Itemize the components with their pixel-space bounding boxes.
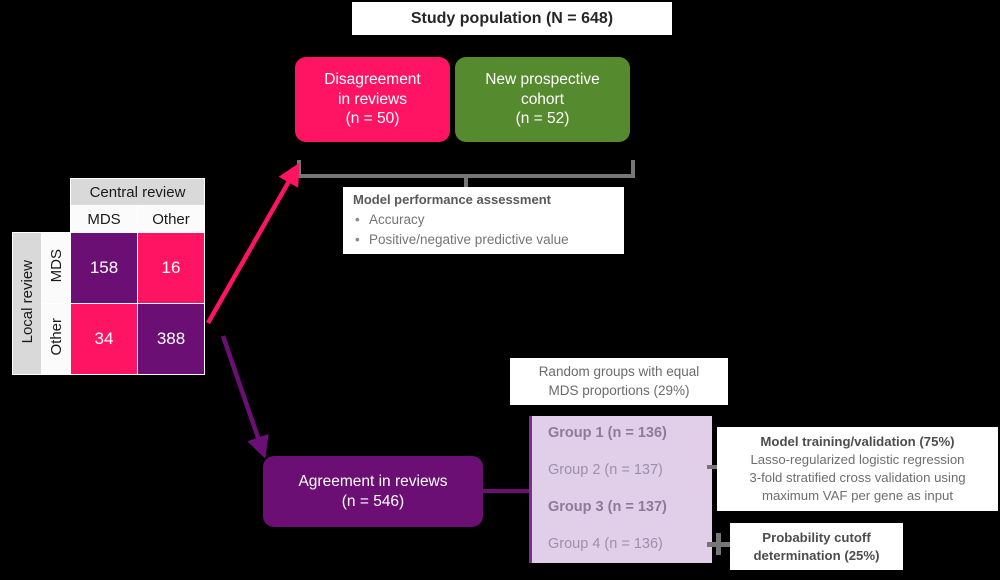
bracket-down-stub xyxy=(464,174,468,188)
groups-to-training-connector xyxy=(707,465,720,469)
groups-panel: Group 1 (n = 136) Group 2 (n = 137) Grou… xyxy=(529,416,712,563)
matrix-col-header-mds: MDS xyxy=(70,205,138,233)
new-cohort-line-3: (n = 52) xyxy=(515,110,570,128)
pink-arrow xyxy=(206,162,300,325)
matrix-cell-other-other: 388 xyxy=(137,303,205,375)
model-training-box: Model training/validation (75%) Lasso-re… xyxy=(717,427,998,511)
card-disagreement-in-reviews: Disagreement in reviews (n = 50) xyxy=(295,57,450,142)
training-line-3: maximum VAF per gene as input xyxy=(761,488,954,504)
training-title: Model training/validation (75%) xyxy=(760,433,955,449)
probability-cutoff-box: Probability cutoff determination (25%) xyxy=(730,523,903,570)
agreement-line-2: (n = 546) xyxy=(341,492,405,510)
page-title: Study population (N = 648) xyxy=(352,2,672,35)
groups-to-cutoff-connector-stub xyxy=(716,533,721,555)
agreement-line-1: Agreement in reviews xyxy=(298,472,448,490)
agreement-to-groups-connector xyxy=(483,489,531,493)
training-line-2: 3-fold stratified cross validation using xyxy=(749,470,966,485)
model-performance-bullet-1: Accuracy xyxy=(355,210,612,230)
training-line-1: Lasso-regularized logistic regression xyxy=(750,451,965,467)
model-performance-bullet-2: Positive/negative predictive value xyxy=(355,230,612,250)
matrix-row-header-mds: MDS xyxy=(41,232,71,304)
disagreement-line-1: Disagreement xyxy=(324,70,421,88)
matrix-cell-mds-other: 16 xyxy=(137,232,205,304)
confusion-matrix: Central review MDS Other Local review MD… xyxy=(12,178,205,375)
matrix-row-header-other: Other xyxy=(41,303,71,375)
group-row-1: Group 1 (n = 136) xyxy=(548,425,667,442)
random-groups-line-2: MDS proportions (29%) xyxy=(548,382,690,398)
bracket-right-stub xyxy=(631,160,635,178)
group-row-3: Group 3 (n = 137) xyxy=(548,498,667,515)
disagreement-line-3: (n = 50) xyxy=(345,110,400,128)
matrix-cell-other-mds: 34 xyxy=(70,303,138,375)
new-cohort-line-2: cohort xyxy=(520,90,565,108)
matrix-row-group-header: Local review xyxy=(12,232,42,375)
card-agreement-in-reviews: Agreement in reviews (n = 546) xyxy=(263,456,483,527)
group-row-2: Group 2 (n = 137) xyxy=(548,462,663,479)
matrix-col-header-other: Other xyxy=(137,205,205,233)
purple-arrow xyxy=(220,335,269,459)
page-title-text: Study population (N = 648) xyxy=(410,9,614,27)
model-performance-title: Model performance assessment xyxy=(353,191,551,207)
model-performance-bullets: Accuracy Positive/negative predictive va… xyxy=(353,210,612,249)
random-groups-line-1: Random groups with equal xyxy=(538,364,700,380)
model-performance-box: Model performance assessment Accuracy Po… xyxy=(343,187,624,254)
matrix-col-group-header: Central review xyxy=(70,178,205,206)
new-cohort-line-1: New prospective xyxy=(485,70,600,88)
group-row-4: Group 4 (n = 136) xyxy=(548,535,663,552)
cutoff-line-1: Probability cutoff xyxy=(762,529,871,545)
random-groups-label: Random groups with equal MDS proportions… xyxy=(510,358,728,405)
matrix-cell-mds-mds: 158 xyxy=(70,232,138,304)
disagreement-line-2: in reviews xyxy=(338,90,407,108)
card-new-prospective-cohort: New prospective cohort (n = 52) xyxy=(455,57,630,142)
cutoff-line-2: determination (25%) xyxy=(753,547,880,563)
